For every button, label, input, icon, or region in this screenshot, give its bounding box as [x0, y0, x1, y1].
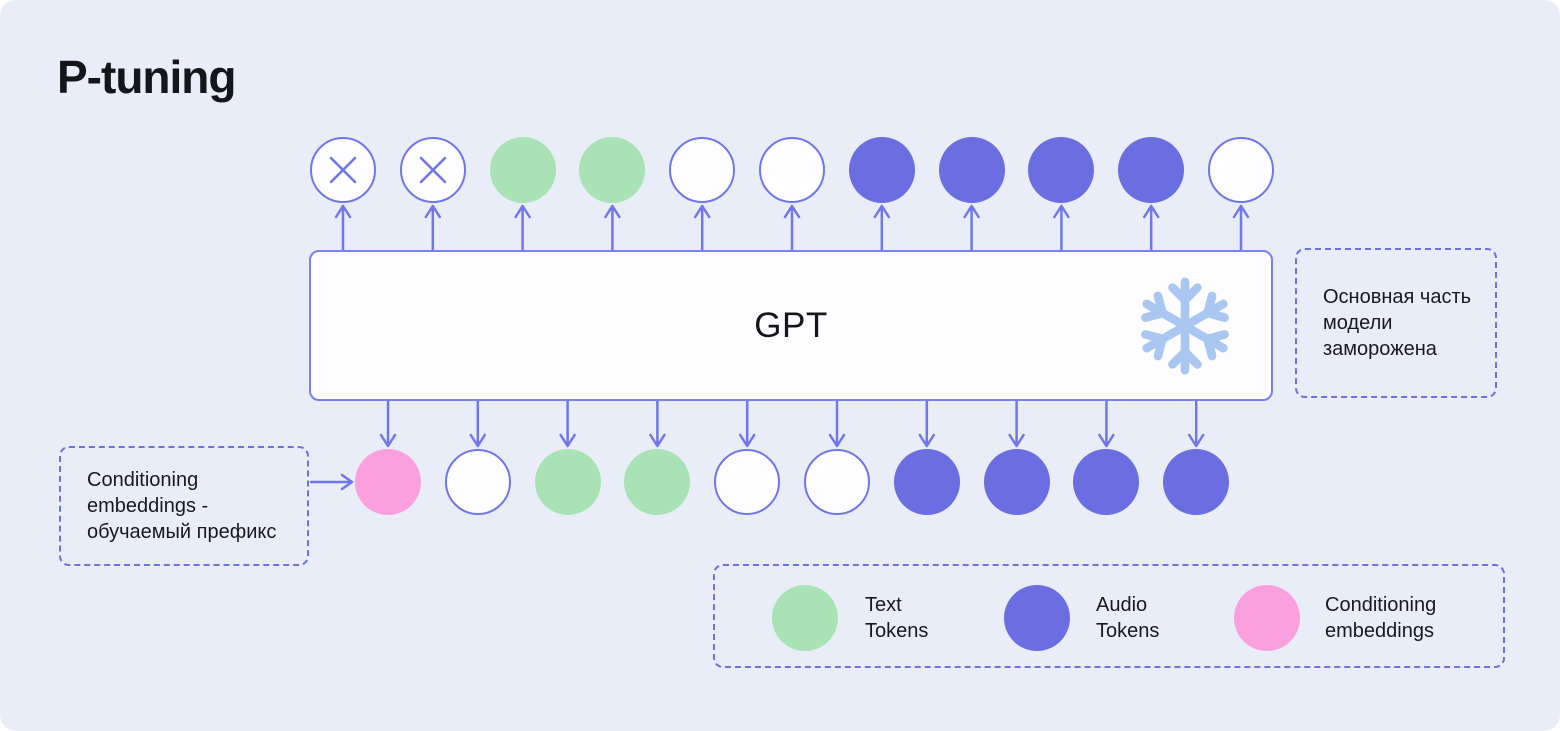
x-mark-icon	[329, 156, 357, 184]
top-token-8-audio	[1028, 137, 1095, 203]
up-arrow	[963, 204, 980, 252]
top-token-7-audio	[938, 137, 1005, 203]
down-arrow	[1098, 399, 1115, 448]
bottom-token-1-plain	[444, 449, 511, 515]
down-arrow	[1008, 399, 1025, 448]
legend-text-token-swatch	[772, 585, 838, 651]
up-arrow	[873, 204, 891, 252]
top-token-4-plain	[669, 137, 736, 203]
up-arrow	[693, 204, 711, 252]
top-token-2-text	[489, 137, 556, 203]
up-arrow	[783, 204, 801, 252]
x-mark-icon	[419, 156, 447, 184]
legend-text-token-label: Text Tokens	[865, 594, 929, 642]
top-token-1-discarded	[399, 137, 466, 203]
legend: Text Tokens Audio Tokens Conditioning em…	[713, 564, 1505, 668]
top-token-5-plain	[759, 137, 825, 203]
bottom-token-4-plain	[714, 449, 781, 515]
conditioning-note-box: Conditioning embeddings - обучаемый преф…	[59, 446, 309, 566]
down-arrow	[379, 399, 397, 448]
up-arrow	[424, 204, 442, 252]
down-arrow	[738, 399, 756, 448]
bottom-token-0-conditioning	[355, 449, 421, 515]
down-arrow	[649, 399, 666, 448]
top-token-0-discarded	[310, 137, 376, 203]
frozen-note-box: Основная часть модели заморожена	[1295, 248, 1497, 398]
page-title: P-tuning	[57, 51, 236, 103]
legend-audio-token-label: Audio Tokens	[1096, 594, 1160, 642]
up-arrow	[1232, 204, 1250, 252]
top-token-3-text	[579, 137, 646, 203]
frozen-note-text: Основная часть модели заморожена	[1323, 286, 1472, 360]
bottom-token-5-plain	[804, 449, 870, 515]
conditioning-note-text: Conditioning embeddings - обучаемый преф…	[87, 469, 277, 543]
bottom-token-8-audio	[1073, 449, 1140, 515]
bottom-token-9-audio	[1163, 449, 1230, 515]
top-token-9-audio	[1118, 137, 1185, 203]
snowflake-icon	[1141, 276, 1229, 375]
legend-audio-token-swatch	[1004, 585, 1070, 651]
up-arrow	[604, 204, 621, 252]
down-arrow	[559, 399, 576, 448]
gpt-model-box: GPT	[309, 250, 1273, 401]
legend-conditioning-swatch	[1234, 585, 1300, 651]
top-token-6-audio	[848, 137, 915, 203]
down-arrow	[1187, 399, 1205, 448]
down-arrow	[469, 399, 487, 448]
bottom-token-7-audio	[983, 449, 1050, 515]
up-arrow	[514, 204, 531, 252]
gpt-label: GPT	[754, 305, 828, 345]
up-arrow	[1142, 204, 1160, 252]
conditioning-arrow	[309, 473, 354, 491]
up-arrow	[1053, 204, 1070, 252]
bottom-token-6-audio	[893, 449, 960, 515]
down-arrow	[918, 399, 936, 448]
bottom-token-3-text	[624, 449, 691, 515]
legend-conditioning-label: Conditioning embeddings	[1325, 594, 1437, 642]
top-token-10-plain	[1208, 137, 1274, 203]
bottom-token-2-text	[534, 449, 601, 515]
down-arrow	[828, 399, 846, 448]
up-arrow	[334, 204, 352, 252]
